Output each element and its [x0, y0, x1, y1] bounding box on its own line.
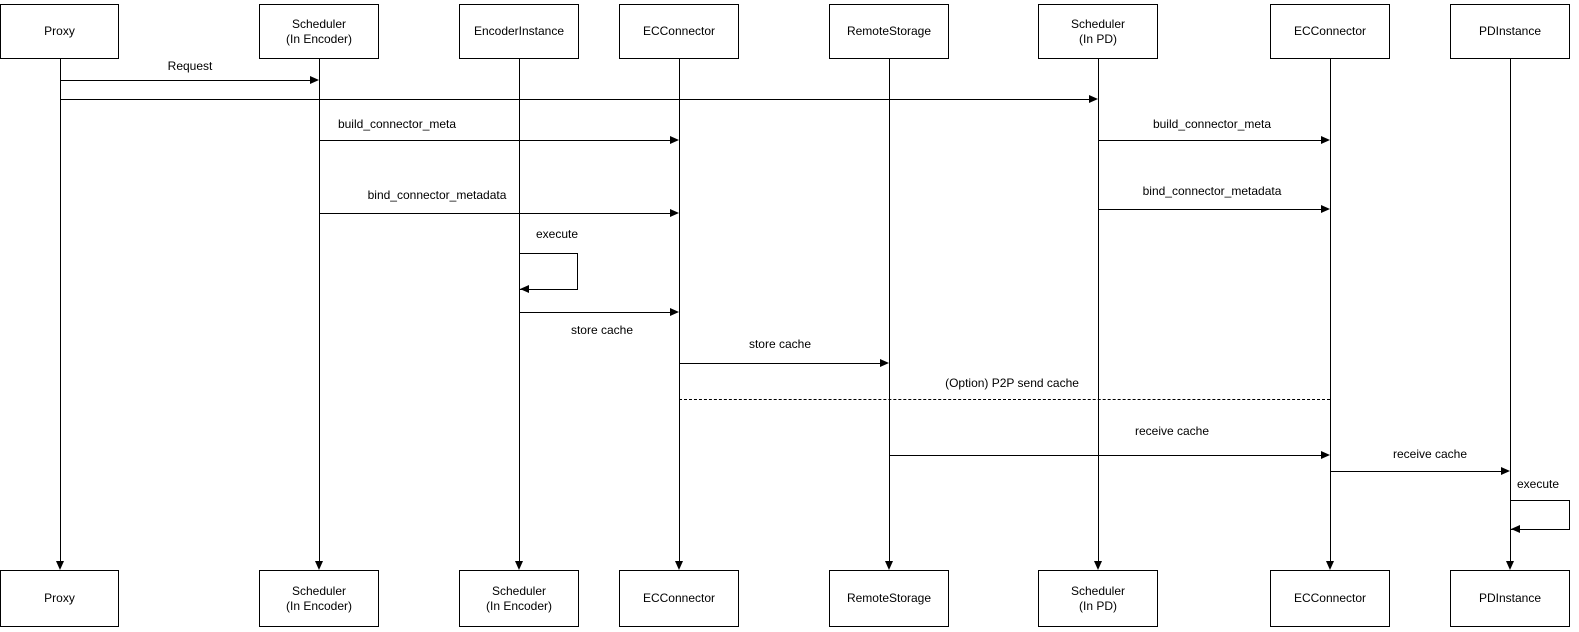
- message-line: [319, 213, 677, 214]
- participant-label: Scheduler: [291, 16, 347, 31]
- participant-label: (In PD): [1078, 598, 1117, 613]
- message-arrow-right-icon: [670, 136, 679, 144]
- message-arrow-right-icon: [310, 76, 319, 84]
- participant-box-bottom: ECConnector: [1270, 570, 1390, 627]
- lifeline-arrow-down-icon: [1094, 561, 1102, 570]
- lifeline: [1330, 59, 1331, 562]
- participant-box-top: EncoderInstance: [459, 4, 579, 59]
- participant-box-top: RemoteStorage: [829, 4, 949, 59]
- participant-label: (In PD): [1078, 31, 1117, 46]
- message-label: build_connector_meta: [335, 117, 459, 131]
- message-label: bind_connector_metadata: [365, 188, 509, 202]
- message-label: build_connector_meta: [1150, 117, 1274, 131]
- lifeline-arrow-down-icon: [1326, 561, 1334, 570]
- lifeline-arrow-down-icon: [56, 561, 64, 570]
- lifeline: [889, 59, 890, 562]
- participant-label: ECConnector: [642, 591, 716, 605]
- participant-box-top: Scheduler(In Encoder): [259, 4, 379, 59]
- lifeline: [1510, 59, 1511, 562]
- participant-box-bottom: RemoteStorage: [829, 570, 949, 627]
- lifeline: [679, 59, 680, 562]
- lifeline-arrow-down-icon: [885, 561, 893, 570]
- participant-label: Proxy: [44, 591, 75, 605]
- message-line: [519, 312, 677, 313]
- message-line: [1330, 471, 1508, 472]
- participant-label: ECConnector: [642, 24, 716, 38]
- participant-box-top: ECConnector: [619, 4, 739, 59]
- message-line: [1098, 140, 1328, 141]
- message-arrow-right-icon: [1321, 205, 1330, 213]
- message-line: [319, 140, 677, 141]
- message-label: (Option) P2P send cache: [943, 376, 1081, 390]
- message-arrow-right-icon: [670, 209, 679, 217]
- participant-box-bottom: Proxy: [0, 570, 119, 627]
- participant-label: PDInstance: [1478, 591, 1542, 605]
- participant-label: EncoderInstance: [473, 24, 565, 38]
- participant-box-bottom: PDInstance: [1450, 570, 1570, 627]
- self-message-arrow-left-icon: [520, 285, 529, 293]
- participant-box-top: PDInstance: [1450, 4, 1570, 59]
- self-message-label: execute: [536, 227, 579, 241]
- message-arrow-right-icon: [670, 308, 679, 316]
- message-arrow-right-icon: [880, 359, 889, 367]
- participant-label: Scheduler: [291, 583, 347, 598]
- participant-label: (In Encoder): [285, 31, 353, 46]
- message-line: [679, 399, 1330, 400]
- participant-box-top: ECConnector: [1270, 4, 1390, 59]
- message-line: [679, 363, 887, 364]
- message-line: [1098, 209, 1328, 210]
- participant-label: ECConnector: [1293, 24, 1367, 38]
- message-arrow-right-icon: [1321, 136, 1330, 144]
- participant-label: Scheduler: [491, 583, 547, 598]
- message-label: store cache: [746, 337, 814, 351]
- self-message-loop: [1510, 500, 1570, 530]
- lifeline: [519, 59, 520, 562]
- participant-label: Proxy: [44, 24, 75, 38]
- message-label: receive cache: [1390, 447, 1470, 461]
- participant-box-top: Proxy: [0, 4, 119, 59]
- participant-label: Scheduler: [1070, 583, 1126, 598]
- message-line: [60, 80, 317, 81]
- participant-box-bottom: Scheduler(In Encoder): [259, 570, 379, 627]
- participant-label: (In Encoder): [285, 598, 353, 613]
- message-line: [889, 455, 1328, 456]
- participant-label: (In Encoder): [485, 598, 553, 613]
- participant-box-bottom: ECConnector: [619, 570, 739, 627]
- message-arrow-right-icon: [1321, 451, 1330, 459]
- participant-label: RemoteStorage: [846, 24, 932, 38]
- self-message-loop: [519, 253, 578, 290]
- participant-label: Scheduler: [1070, 16, 1126, 31]
- participant-label: ECConnector: [1293, 591, 1367, 605]
- message-label: bind_connector_metadata: [1140, 184, 1284, 198]
- lifeline-arrow-down-icon: [515, 561, 523, 570]
- lifeline-arrow-down-icon: [315, 561, 323, 570]
- message-arrow-right-icon: [1089, 95, 1098, 103]
- message-label: receive cache: [1132, 424, 1212, 438]
- lifeline-arrow-down-icon: [1506, 561, 1514, 570]
- self-message-arrow-left-icon: [1511, 525, 1520, 533]
- participant-box-bottom: Scheduler(In PD): [1038, 570, 1158, 627]
- participant-label: PDInstance: [1478, 24, 1542, 38]
- message-arrow-right-icon: [1501, 467, 1510, 475]
- message-line: [60, 99, 1096, 100]
- participant-label: RemoteStorage: [846, 591, 932, 605]
- lifeline: [60, 59, 61, 562]
- lifeline-arrow-down-icon: [675, 561, 683, 570]
- lifeline: [319, 59, 320, 562]
- message-label: Request: [165, 59, 215, 73]
- self-message-label: execute: [1517, 477, 1560, 491]
- message-label: store cache: [568, 323, 636, 337]
- participant-box-bottom: Scheduler(In Encoder): [459, 570, 579, 627]
- lifeline: [1098, 59, 1099, 562]
- participant-box-top: Scheduler(In PD): [1038, 4, 1158, 59]
